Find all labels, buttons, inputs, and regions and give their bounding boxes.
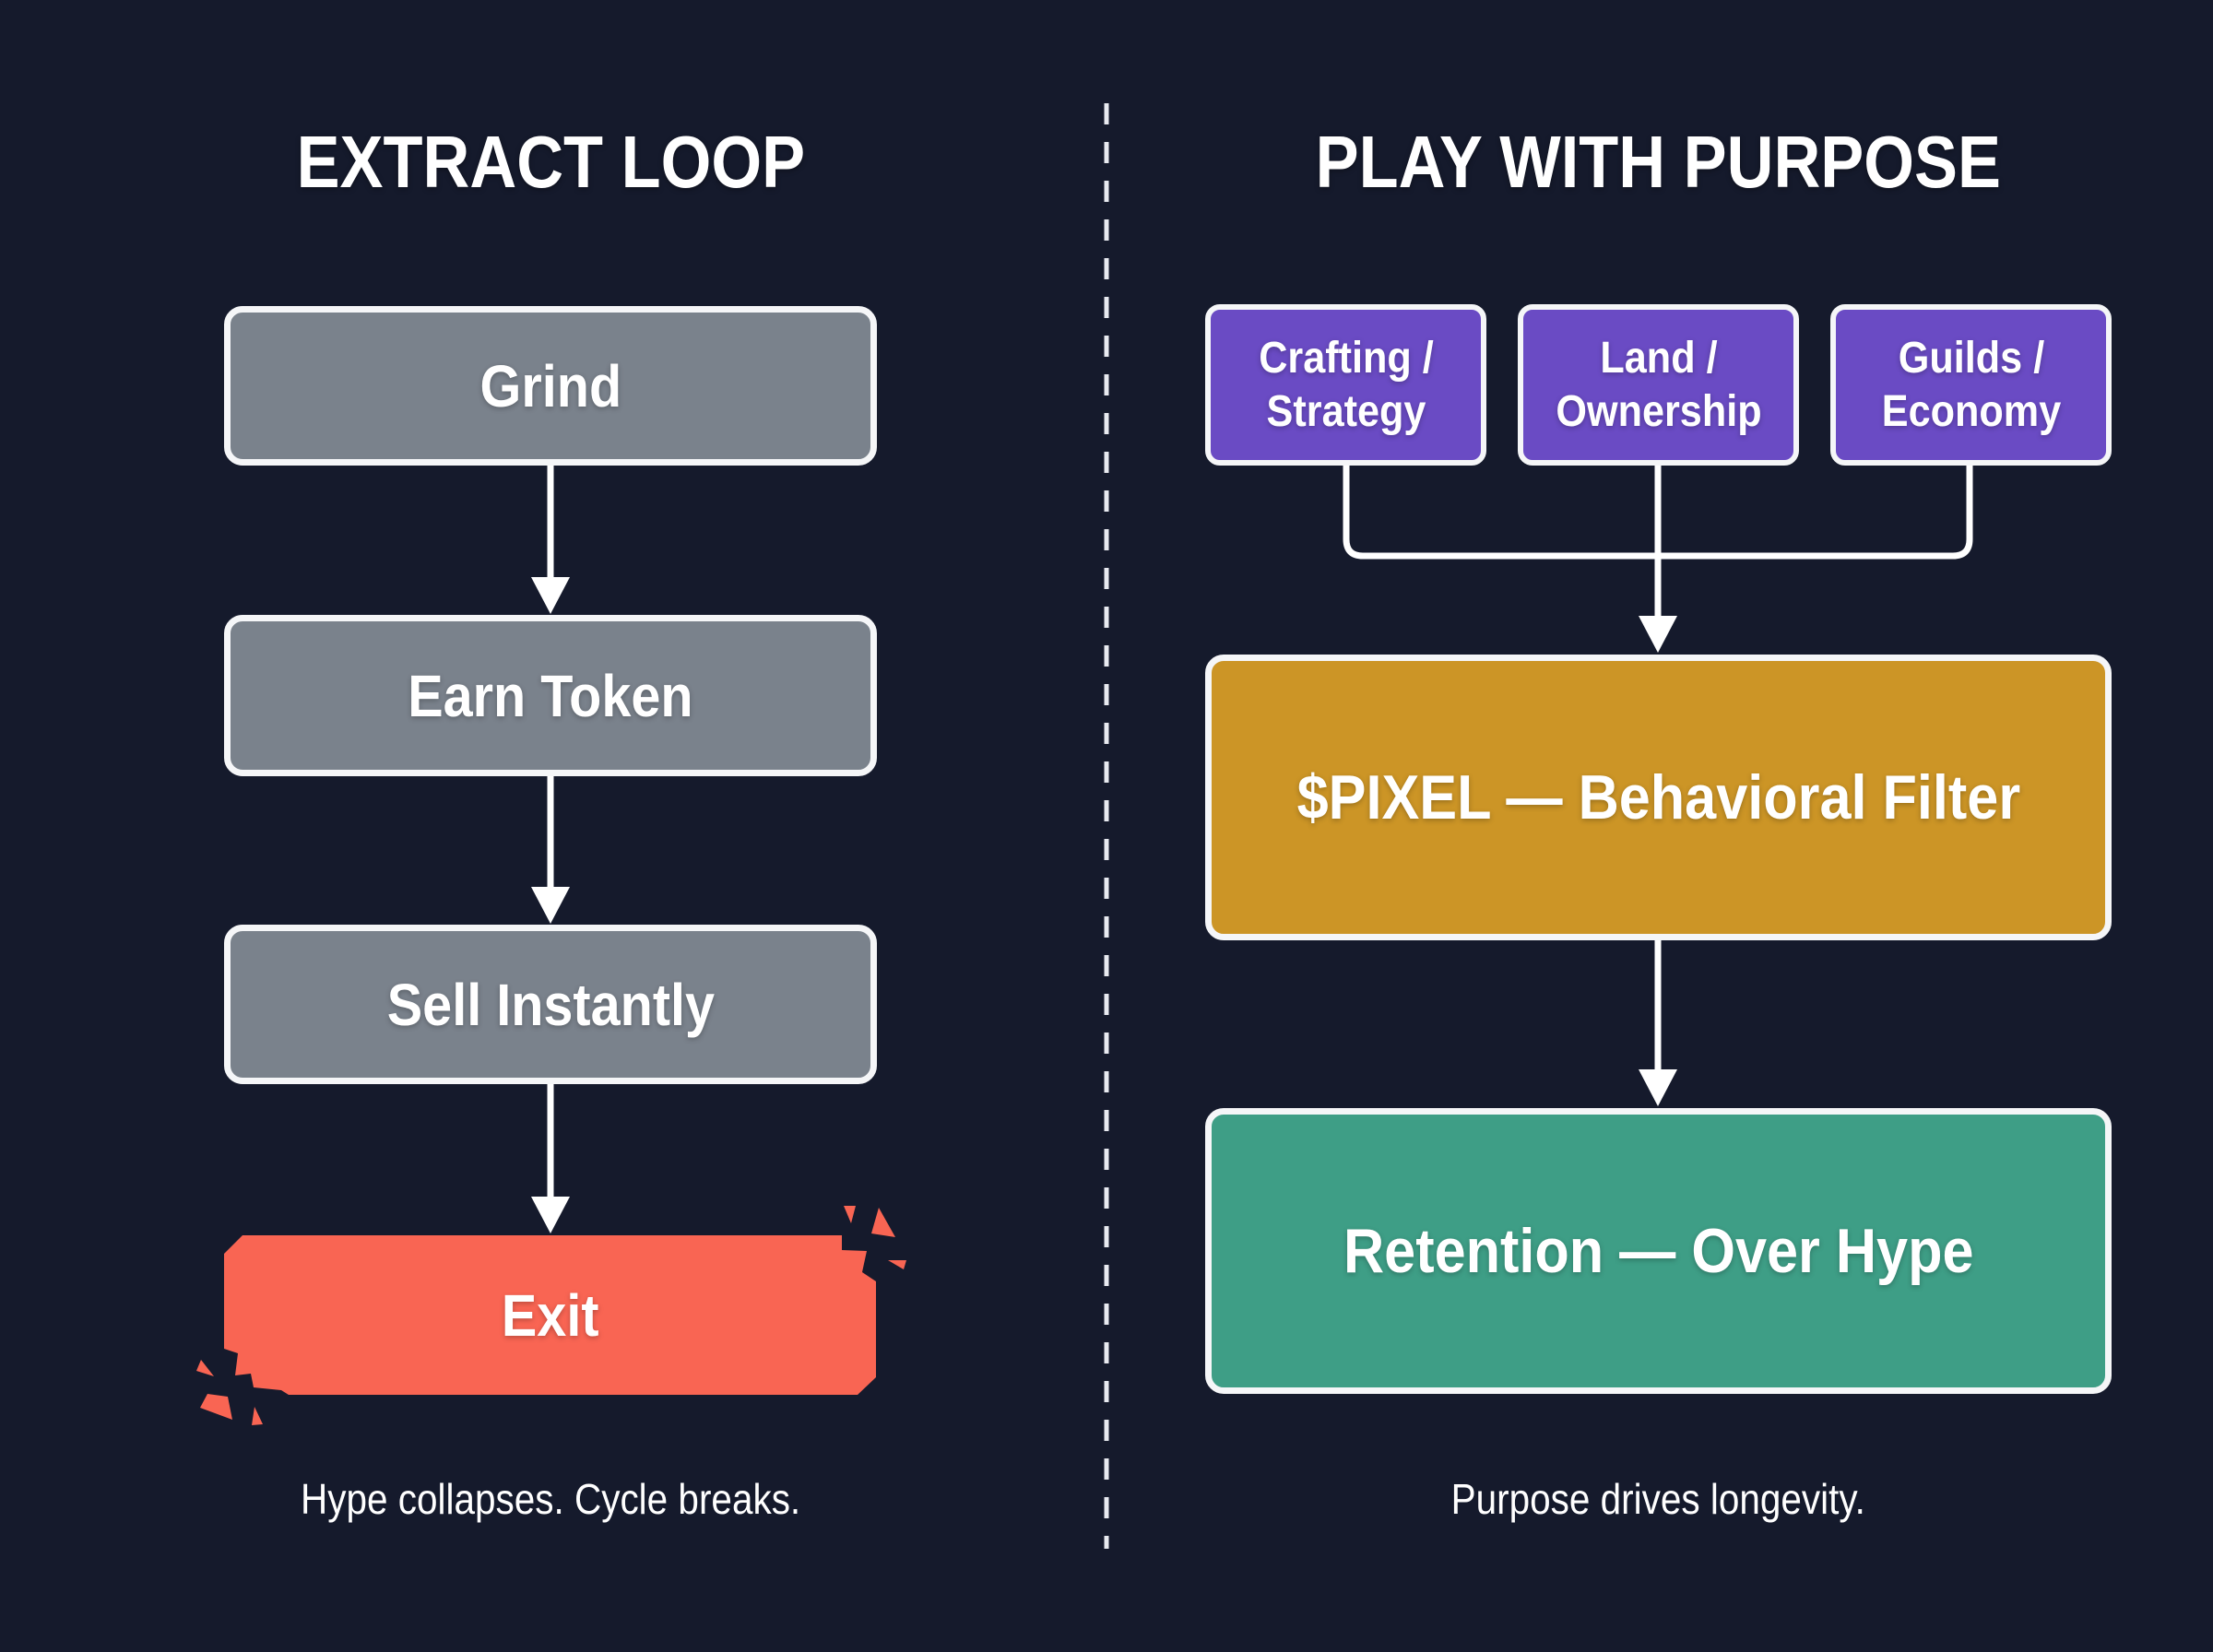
left-panel-caption: Hype collapses. Cycle breaks. xyxy=(300,1475,801,1523)
shard xyxy=(888,1260,906,1269)
pixel-behavioral-filter: $PIXEL — Behavioral Filter xyxy=(1205,655,2112,940)
step-grind: Grind xyxy=(224,306,877,466)
right-panel-caption: Purpose drives longevity. xyxy=(1450,1475,1866,1523)
exit-shard-fragments xyxy=(196,1206,906,1425)
shard xyxy=(196,1360,214,1376)
right-panel-title: PLAY WITH PURPOSE xyxy=(1315,121,2002,203)
arrow-earn-to-sell xyxy=(531,776,570,924)
shard xyxy=(871,1208,895,1237)
arrow-sell-to-exit xyxy=(531,1084,570,1233)
retention-outcome: Retention — Over Hype xyxy=(1205,1108,2112,1394)
step-sell-instantly: Sell Instantly xyxy=(224,925,877,1084)
arrow-to-filter xyxy=(1639,616,1677,653)
shard xyxy=(252,1407,263,1425)
left-panel-title: EXTRACT LOOP xyxy=(296,121,805,203)
arrow-filter-to-outcome xyxy=(1639,938,1677,1106)
arrow-grind-to-earn xyxy=(531,466,570,614)
input-crafting-strategy: Crafting / Strategy xyxy=(1205,304,1486,466)
shard xyxy=(200,1394,232,1420)
shard xyxy=(844,1206,856,1223)
input-land-ownership: Land / Ownership xyxy=(1518,304,1799,466)
exit-box-shape xyxy=(224,1235,876,1395)
merge-connector xyxy=(1343,466,1973,620)
step-exit: Exit xyxy=(502,1281,599,1349)
step-earn-token: Earn Token xyxy=(224,615,877,776)
input-guilds-economy: Guilds / Economy xyxy=(1830,304,2112,466)
